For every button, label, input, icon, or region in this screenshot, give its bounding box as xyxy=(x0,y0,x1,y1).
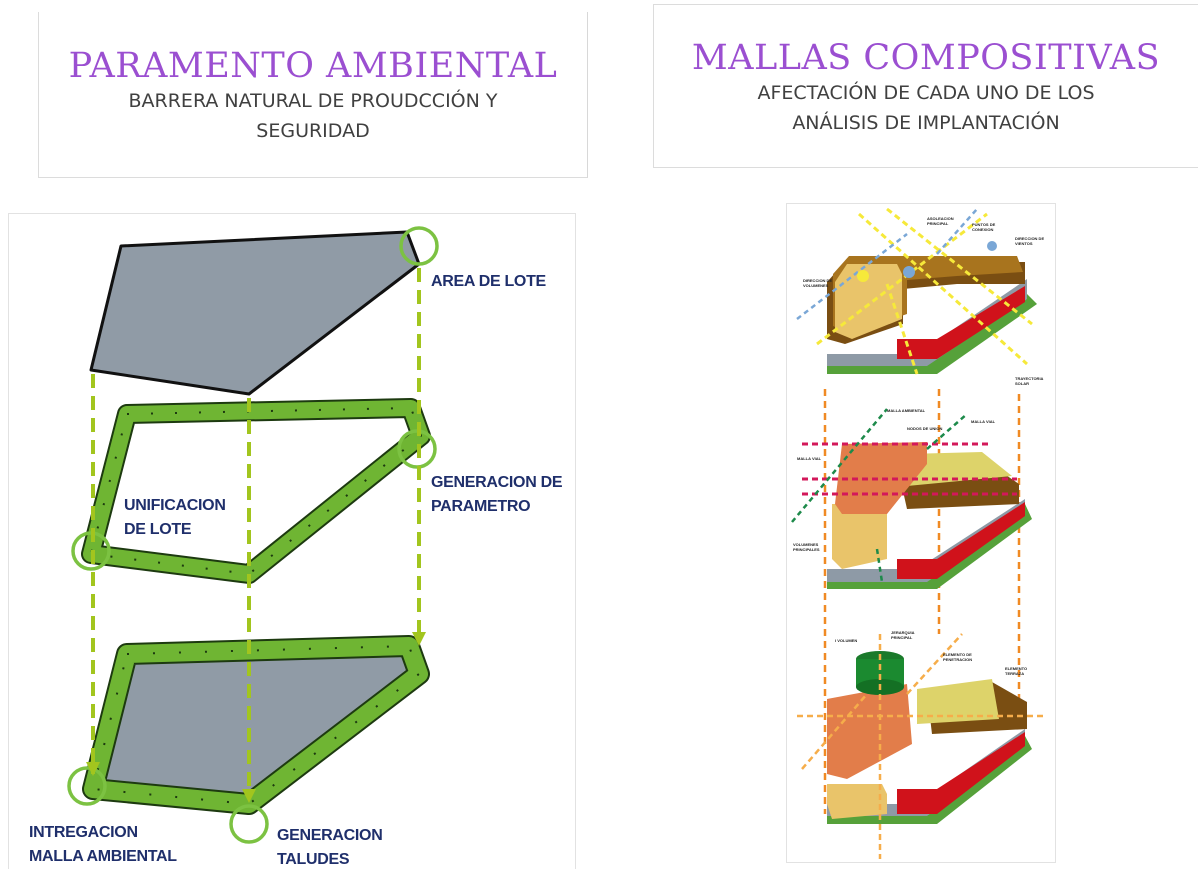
setback-diagram-svg xyxy=(67,226,439,844)
level-3-volumes xyxy=(797,633,1047,859)
compositive-grids-diagram: ASOLEACION PRINCIPAL PUNTOS DE CONEXION … xyxy=(786,203,1056,863)
label-malla-ambiental: MALLA AMBIENTAL xyxy=(887,408,926,413)
label-i-volumen: I VOLUMEN xyxy=(835,638,858,643)
grids-diagram-svg xyxy=(791,207,1047,859)
environmental-setback-diagram: AREA DE LOTE GENERACION DE PARAMETRO UNI… xyxy=(8,213,576,869)
arrowhead xyxy=(412,632,426,646)
label-nodos-union: NODOS DE UNION xyxy=(907,426,943,431)
level-1-solar xyxy=(796,207,1037,375)
marker-circle xyxy=(67,766,107,806)
arrowhead xyxy=(86,762,100,776)
label-integracion-1: INTREGACION xyxy=(29,824,138,841)
guide-lines xyxy=(91,268,421,794)
unified-lot-border xyxy=(81,398,431,584)
label-generacion-parametro-1: GENERACION DE xyxy=(431,474,563,491)
label-puntos-conexion: PUNTOS DE CONEXION xyxy=(972,222,996,232)
label-malla-vial-right: MALLA VIAL xyxy=(971,419,996,424)
label-taludes-2: TALUDES xyxy=(277,851,350,868)
label-area-lote: AREA DE LOTE xyxy=(431,273,546,290)
card-subtitle-line2: ANÁLISIS DE IMPLANTACIÓN xyxy=(792,112,1060,134)
label-unificacion-1: UNIFICACION xyxy=(124,497,226,514)
label-direccion-volumenes: DIRECCION DE VOLUMENES xyxy=(803,278,833,288)
label-trayectoria-solar: TRAYECTORIA SOLAR xyxy=(1015,376,1044,386)
lot-area-shape xyxy=(89,230,421,396)
card-subtitle-line2: SEGURIDAD xyxy=(256,120,370,142)
label-elemento-penetracion: ELEMENTO DE PENETRACION xyxy=(943,652,973,662)
marker-circle xyxy=(229,804,269,844)
arrowhead xyxy=(242,789,256,803)
label-malla-vial-left: MALLA VIAL xyxy=(797,456,822,461)
title-card-right: MALLAS COMPOSITIVAS AFECTACIÓN DE CADA U… xyxy=(653,4,1198,168)
label-integracion-2: MALLA AMBIENTAL xyxy=(29,848,177,865)
card-title: PARAMENTO AMBIENTAL xyxy=(68,46,558,86)
card-title: MALLAS COMPOSITIVAS xyxy=(691,38,1161,78)
label-direccion-vientos: DIRECCION DE VIENTOS xyxy=(1015,236,1045,246)
label-unificacion-2: DE LOTE xyxy=(124,521,192,538)
label-asoleacion: ASOLEACION PRINCIPAL xyxy=(927,216,954,226)
title-card-left: PARAMENTO AMBIENTAL BARRERA NATURAL DE P… xyxy=(38,12,588,178)
label-volumenes-principales: VOLUMENES PRINCIPALES xyxy=(793,542,820,552)
marker-circle xyxy=(399,226,439,266)
label-taludes-1: GENERACION xyxy=(277,827,383,844)
label-jerarquia: JERARQUIA PRINCIPAL xyxy=(891,630,915,640)
integrated-lot-shape xyxy=(82,635,430,815)
label-generacion-parametro-2: PARAMETRO xyxy=(431,498,531,515)
card-subtitle-line1: AFECTACIÓN DE CADA UNO DE LOS xyxy=(757,82,1095,104)
level-2-grids xyxy=(791,408,1032,589)
label-elemento-terraza: ELEMENTO TERRAZA xyxy=(1005,666,1028,676)
card-subtitle-line1: BARRERA NATURAL DE PROUDCCIÓN Y xyxy=(128,90,498,112)
